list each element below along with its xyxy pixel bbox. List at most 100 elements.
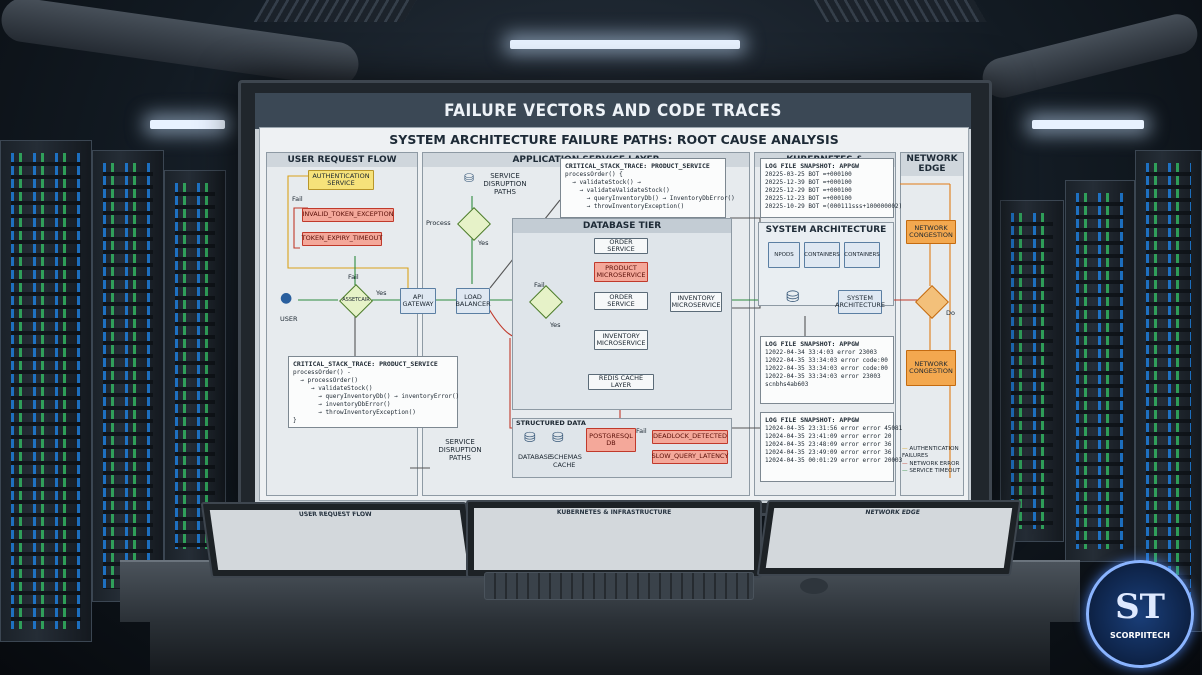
log-line: 20225-03-25 BOT =+000100	[765, 170, 852, 178]
stack-trace-header: CRITICAL_STACK_TRACE: PRODUCT_SERVICE	[293, 360, 438, 368]
legend-label: NETWORK ERROR	[909, 460, 960, 467]
ceiling-light	[150, 120, 225, 129]
fail-label: Fail	[348, 273, 359, 281]
legend-swatch: —	[902, 467, 908, 474]
log-line: 20225-12-29 BOT =+000100	[765, 186, 852, 194]
load-balancer-node[interactable]: LOAD BALANCER	[455, 288, 491, 314]
api-gateway-node[interactable]: API GATEWAY	[400, 288, 436, 314]
main-monitor: FAILURE VECTORS AND CODE TRACES SYSTEM A…	[238, 80, 992, 516]
code-line: → processOrder()	[293, 376, 359, 384]
containers-node[interactable]: CONTAINERS	[844, 242, 880, 268]
server-rack	[92, 150, 164, 602]
database-tier-header: DATABASE TIER	[513, 219, 731, 233]
code-line: → queryInventoryDb() → inventoryError()	[293, 393, 460, 401]
cache-label: CACHE	[553, 461, 576, 469]
system-architecture-node[interactable]: SYSTEM ARCHITECTURE	[835, 290, 885, 314]
column-header: USER REQUEST FLOW	[267, 153, 417, 167]
code-line: → validateStock()	[293, 384, 373, 392]
authentication-service-node[interactable]: AUTHENTICATION SERVICE	[308, 170, 374, 190]
log-line: 12022-04-35 33:34:03 error code:00	[765, 364, 888, 372]
inventory-microservice-node[interactable]: INVENTORY MICROSERVICE	[670, 292, 722, 312]
small-screen: USER REQUEST FLOW	[209, 510, 469, 570]
small-screen: KUBERNETES & INFRASTRUCTURE	[474, 508, 754, 570]
log-header: LOG FILE SNAPSHOT: APPGW	[765, 340, 859, 348]
database-icon: ⛁	[524, 430, 536, 446]
containers-node[interactable]: CONTAINERS	[804, 242, 840, 268]
fail-label: Fail	[534, 281, 545, 289]
log-line: 20225-12-39 BOT =+000100	[765, 178, 852, 186]
schemas-label: SCHEMAS	[550, 453, 582, 461]
small-monitor-title: USER REQUEST FLOW	[298, 511, 373, 518]
server-rack	[0, 140, 92, 642]
order-service-node[interactable]: ORDER SERVICE	[594, 292, 648, 310]
npods-label: NPODS	[774, 251, 794, 258]
legend-item: — SERVICE TIMEOUT	[902, 468, 962, 475]
redis-cache-layer-node[interactable]: REDIS CACHE LAYER	[588, 374, 654, 390]
server-rack	[1135, 150, 1202, 632]
code-line: processOrder() -	[293, 368, 351, 376]
database-label: DATABASE	[518, 453, 552, 461]
decision-label: ASSETCAIR	[342, 297, 370, 303]
product-microservice-node[interactable]: PRODUCT MICROSERVICE	[594, 262, 648, 282]
log-header: LOG FILE SNAPSHOT: APPGW	[765, 162, 859, 170]
service-disruption-paths-label: SERVICE DISRUPTION PATHS	[438, 438, 482, 463]
schemas-icon: ⛁	[552, 430, 564, 446]
log-line: 12024-04-35 23:31:56 error error 45081	[765, 424, 903, 432]
legend-item: — AUTHENTICATION FAILURES	[902, 446, 962, 461]
log-line: 20225-12-23 BOT =+000100	[765, 195, 852, 203]
token-expiry-timeout-node[interactable]: TOKEN_EXPIRY_TIMEOUT	[302, 232, 382, 246]
code-line: }	[293, 417, 297, 425]
screen-title: FAILURE VECTORS AND CODE TRACES	[255, 93, 971, 129]
air-duct	[978, 9, 1202, 103]
legend: — AUTHENTICATION FAILURES — NETWORK ERRO…	[902, 446, 962, 475]
database-icon: ⛁	[464, 171, 475, 185]
server-rack	[164, 170, 226, 562]
log-line: 20225-10-29 BOT =(000111sss+100000002)	[765, 203, 903, 211]
process-label: Process	[426, 219, 451, 227]
user-label: USER	[280, 315, 298, 323]
postgresql-db-node[interactable]: POSTGRESQL DB	[586, 428, 636, 452]
inventory-microservice-node[interactable]: INVENTORY MICROSERVICE	[594, 330, 648, 350]
order-service-node[interactable]: ORDER SERVICE	[594, 238, 648, 254]
containers-label: CONTAINERS	[844, 251, 880, 258]
column-network-edge: NETWORK EDGE	[900, 152, 964, 496]
cluster-db-icon: ⛁	[786, 287, 800, 306]
invalid-token-exception-node[interactable]: INVALID_TOKEN_EXCEPTION	[302, 208, 394, 222]
small-screen: NETWORK EDGE	[765, 508, 1013, 568]
log-header: LOG FILE SNAPSHOT: APPGW	[765, 416, 859, 424]
legend-label: AUTHENTICATION FAILURES	[902, 446, 959, 460]
network-congestion-node[interactable]: NETWORK CONGESTION	[906, 350, 956, 386]
slow-query-latency-node[interactable]: SLOW_QUERY_LATENCY	[652, 450, 728, 464]
network-congestion-node[interactable]: NETWORK CONGESTION	[906, 220, 956, 244]
code-line: processOrder() {	[565, 170, 623, 178]
containers-label: CONTAINERS	[804, 251, 840, 258]
log-line: 12022-04-34 33:4:03 error 23003	[765, 348, 877, 356]
code-line: → inventoryDbError()	[293, 401, 391, 409]
main-screen: FAILURE VECTORS AND CODE TRACES SYSTEM A…	[255, 93, 971, 503]
deadlock-detected-node[interactable]: DEADLOCK_DETECTED	[652, 430, 728, 444]
small-monitor-network-edge: NETWORK EDGE	[756, 500, 1022, 576]
scorpiitech-logo: ST SCORPIITECH	[1086, 560, 1194, 668]
log-line: 12022-04-35 33:34:03 error 23003	[765, 373, 881, 381]
mouse[interactable]	[800, 578, 828, 594]
small-monitor-title: KUBERNETES & INFRASTRUCTURE	[556, 509, 672, 516]
log-line: scnbhs4ab603	[765, 381, 809, 389]
diagram-title: SYSTEM ARCHITECTURE FAILURE PATHS: ROOT …	[389, 132, 839, 147]
keyboard[interactable]	[484, 572, 754, 600]
log-line: 12024-04-35 23:49:09 error error 36	[765, 449, 892, 457]
log-line: 12024-04-35 23:48:09 error error 36	[765, 440, 892, 448]
server-rack	[1065, 180, 1135, 562]
architecture-diagram: SYSTEM ARCHITECTURE FAILURE PATHS: ROOT …	[259, 127, 969, 501]
code-line: → validateValidateStock()	[565, 186, 670, 194]
column-header: NETWORK EDGE	[901, 153, 963, 176]
npods-node[interactable]: NPODS	[768, 242, 800, 268]
yes-label: Yes	[478, 239, 489, 247]
user-icon: ●	[280, 290, 293, 306]
legend-swatch: —	[902, 446, 908, 452]
code-line: → throwInventoryException()	[293, 409, 416, 417]
